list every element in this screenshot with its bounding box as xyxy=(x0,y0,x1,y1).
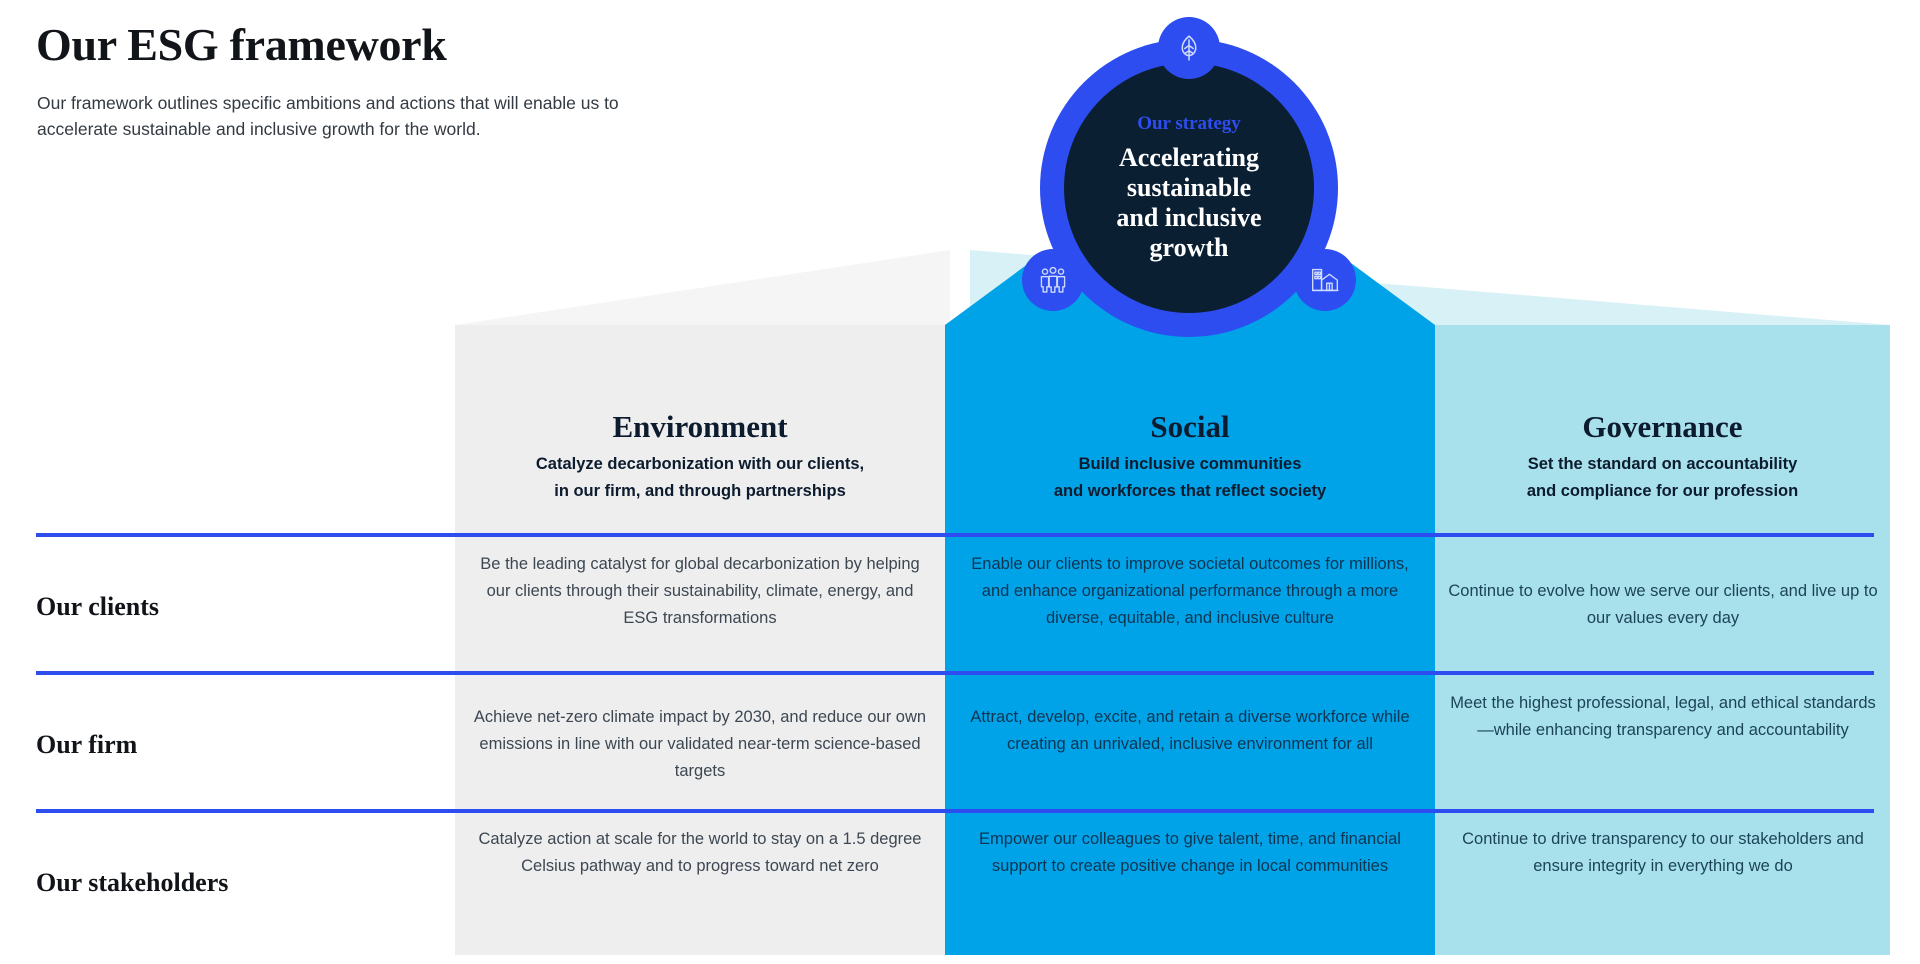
column-header-social: Social Build inclusive communities and w… xyxy=(945,408,1435,505)
hub-eyebrow: Our strategy xyxy=(1137,113,1241,134)
cell-stakeholders-governance: Continue to drive transparency to our st… xyxy=(1462,830,1864,875)
cell-clients-governance: Continue to evolve how we serve our clie… xyxy=(1448,582,1878,627)
cell-stakeholders-environment: Catalyze action at scale for the world t… xyxy=(478,830,922,875)
people-icon xyxy=(1022,249,1084,311)
strategy-hub: Our strategy Accelerating sustainable an… xyxy=(1022,17,1356,337)
column-subtitle-line: and compliance for our profession xyxy=(1526,482,1799,500)
row-divider-1 xyxy=(36,533,1874,537)
column-subtitle-environment: Catalyze decarbonization with our client… xyxy=(455,451,945,505)
column-subtitle-line: in our firm, and through partnerships xyxy=(554,482,846,500)
row-divider-3 xyxy=(36,809,1874,813)
environment-wing xyxy=(455,250,950,325)
column-header-environment: Environment Catalyze decarbonization wit… xyxy=(455,408,945,505)
leaf-icon xyxy=(1158,17,1220,79)
cell-clients-environment: Be the leading catalyst for global decar… xyxy=(480,555,920,627)
hub-statement-line: Accelerating xyxy=(1118,143,1260,172)
column-title-environment: Environment xyxy=(612,409,788,444)
hub-core: Our strategy Accelerating sustainable an… xyxy=(1064,63,1314,313)
page-subtitle: Our framework outlines specific ambition… xyxy=(37,93,619,139)
cell-stakeholders-social: Empower our colleagues to give talent, t… xyxy=(979,830,1401,875)
cell-firm-social: Attract, develop, excite, and retain a d… xyxy=(970,708,1410,753)
page-title: Our ESG framework xyxy=(36,19,447,70)
hub-statement-line: sustainable xyxy=(1126,173,1252,202)
row-label-our-firm: Our firm xyxy=(36,730,138,759)
column-subtitle-line: Build inclusive communities xyxy=(1078,455,1302,473)
hub-statement-line: growth xyxy=(1149,233,1229,262)
row-divider-2 xyxy=(36,671,1874,675)
hub-statement-line: and inclusive xyxy=(1116,203,1262,232)
column-title-governance: Governance xyxy=(1582,409,1743,444)
column-subtitle-line: Catalyze decarbonization with our client… xyxy=(535,455,865,473)
column-title-social: Social xyxy=(1150,409,1230,444)
building-icon xyxy=(1294,249,1356,311)
cell-clients-social: Enable our clients to improve societal o… xyxy=(971,555,1409,627)
column-subtitle-social: Build inclusive communities and workforc… xyxy=(945,451,1435,505)
cell-firm-governance: Meet the highest professional, legal, an… xyxy=(1450,694,1876,739)
row-label-our-stakeholders: Our stakeholders xyxy=(36,868,229,897)
social-body xyxy=(945,255,1435,955)
hub-statement: Accelerating sustainable and inclusive g… xyxy=(1116,143,1261,263)
column-subtitle-governance: Set the standard on accountability and c… xyxy=(1435,451,1890,505)
governance-body xyxy=(1435,325,1890,955)
column-subtitle-line: Set the standard on accountability xyxy=(1527,455,1798,473)
column-header-governance: Governance Set the standard on accountab… xyxy=(1435,408,1890,505)
cell-firm-environment: Achieve net-zero climate impact by 2030,… xyxy=(473,708,927,780)
column-subtitle-line: and workforces that reflect society xyxy=(1053,482,1327,500)
environment-body xyxy=(455,325,945,955)
row-label-our-clients: Our clients xyxy=(36,592,160,621)
